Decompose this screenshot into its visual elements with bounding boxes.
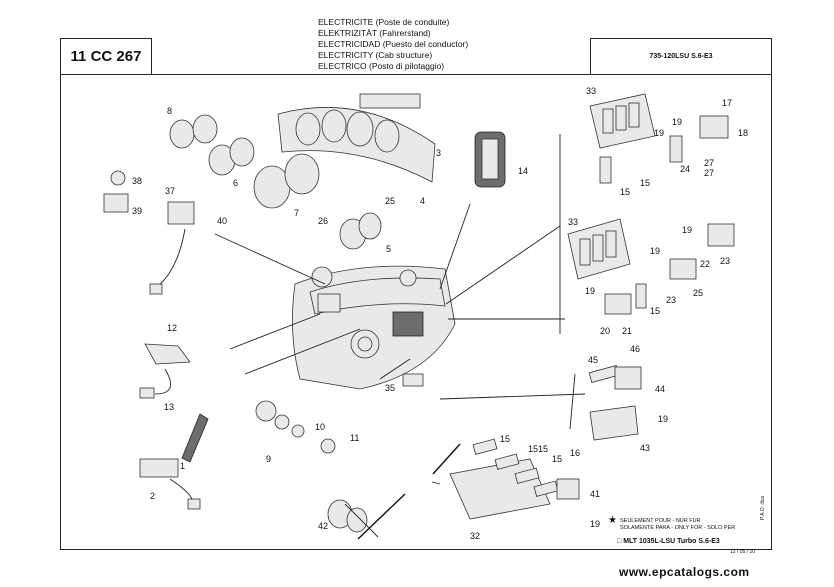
svg-text:18: 18 bbox=[738, 128, 748, 138]
svg-text:27: 27 bbox=[704, 168, 714, 178]
side-credit: P.A.O. illus bbox=[760, 495, 766, 520]
svg-text:10: 10 bbox=[315, 422, 325, 432]
svg-text:15: 15 bbox=[500, 434, 510, 444]
svg-text:8: 8 bbox=[167, 106, 172, 116]
svg-text:19: 19 bbox=[590, 519, 600, 529]
svg-text:17: 17 bbox=[722, 98, 732, 108]
svg-text:25: 25 bbox=[385, 196, 395, 206]
svg-text:45: 45 bbox=[588, 355, 598, 365]
title-it: ELECTRICO (Posto di pilotaggio) bbox=[318, 61, 445, 71]
svg-text:14: 14 bbox=[518, 166, 528, 176]
svg-text:43: 43 bbox=[640, 443, 650, 453]
svg-text:15: 15 bbox=[528, 444, 538, 454]
svg-text:13: 13 bbox=[164, 402, 174, 412]
watermark: www.epcatalogs.com bbox=[619, 565, 750, 579]
svg-text:38: 38 bbox=[132, 176, 142, 186]
switch-block-upper bbox=[589, 93, 729, 184]
svg-text:26: 26 bbox=[318, 216, 328, 226]
svg-text:1: 1 bbox=[180, 461, 185, 471]
svg-text:19: 19 bbox=[672, 117, 682, 127]
svg-text:2: 2 bbox=[150, 491, 155, 501]
svg-text:24: 24 bbox=[680, 164, 690, 174]
svg-text:25: 25 bbox=[693, 288, 703, 298]
svg-text:44: 44 bbox=[655, 384, 665, 394]
title-block: ELECTRICITE (Poste de conduite) ELEKTRIZ… bbox=[318, 17, 468, 72]
svg-text:6: 6 bbox=[233, 178, 238, 188]
title-fr: ELECTRICITE (Poste de conduite) bbox=[318, 17, 450, 27]
switch-block-lower bbox=[449, 365, 642, 520]
gauges bbox=[169, 114, 382, 250]
svg-text:19: 19 bbox=[585, 286, 595, 296]
svg-text:15: 15 bbox=[620, 187, 630, 197]
svg-text:19: 19 bbox=[682, 225, 692, 235]
svg-text:33: 33 bbox=[568, 217, 578, 227]
svg-text:7: 7 bbox=[294, 208, 299, 218]
catalog-code: 11 CC 267 bbox=[60, 38, 152, 74]
svg-text:4: 4 bbox=[420, 196, 425, 206]
svg-text:3: 3 bbox=[436, 148, 441, 158]
svg-text:15: 15 bbox=[552, 454, 562, 464]
svg-text:15: 15 bbox=[640, 178, 650, 188]
svg-text:19: 19 bbox=[658, 414, 668, 424]
svg-text:33: 33 bbox=[586, 86, 596, 96]
leader-lines bbox=[214, 134, 586, 540]
title-de: ELEKTRIZITÄT (Fahrerstand) bbox=[318, 28, 431, 38]
svg-text:27: 27 bbox=[704, 158, 714, 168]
svg-text:32: 32 bbox=[470, 531, 480, 541]
exploded-parts-diagram: 8 6 7 3 4 25 26 5 14 38 37 39 40 12 13 1… bbox=[103, 86, 748, 541]
svg-text:21: 21 bbox=[622, 326, 632, 336]
switch-block-middle bbox=[567, 218, 735, 315]
svg-text:9: 9 bbox=[266, 454, 271, 464]
svg-text:15: 15 bbox=[538, 444, 548, 454]
svg-text:37: 37 bbox=[165, 186, 175, 196]
svg-text:11: 11 bbox=[350, 433, 359, 443]
svg-text:46: 46 bbox=[630, 344, 640, 354]
svg-text:19: 19 bbox=[654, 128, 664, 138]
svg-text:12: 12 bbox=[167, 323, 177, 333]
svg-text:15: 15 bbox=[650, 306, 660, 316]
svg-text:5: 5 bbox=[386, 244, 391, 254]
svg-text:16: 16 bbox=[570, 448, 580, 458]
svg-text:20: 20 bbox=[600, 326, 610, 336]
title-es: ELECTRICIDAD (Puesto del conductor) bbox=[318, 39, 469, 49]
svg-text:23: 23 bbox=[720, 256, 730, 266]
display-unit bbox=[474, 131, 506, 188]
revision-date: 12 / 05 / 10 bbox=[730, 549, 756, 555]
svg-text:22: 22 bbox=[700, 259, 710, 269]
applicability-note: ★ SEULEMENT POUR - NUR FUR SOLAMENTE PAR… bbox=[608, 515, 736, 532]
star-icon: ★ bbox=[608, 515, 617, 526]
svg-text:23: 23 bbox=[666, 295, 676, 305]
title-en: ELECTRICITY (Cab structure) bbox=[318, 50, 433, 60]
model-designation: □ MLT 1035L-LSU Turbo S.6-E3 bbox=[617, 538, 720, 545]
svg-text:41: 41 bbox=[590, 489, 600, 499]
svg-text:42: 42 bbox=[318, 521, 328, 531]
diagram-frame bbox=[60, 74, 772, 550]
svg-text:40: 40 bbox=[217, 216, 227, 226]
model-reference: 735-120LSU S.6-E3 bbox=[590, 38, 772, 74]
dashboard-assembly bbox=[292, 265, 456, 390]
left-components bbox=[103, 170, 424, 533]
instrument-panel bbox=[277, 93, 436, 183]
svg-text:39: 39 bbox=[132, 206, 142, 216]
callout-labels: 8 6 7 3 4 25 26 5 14 38 37 39 40 12 13 1… bbox=[132, 86, 748, 541]
svg-text:35: 35 bbox=[385, 383, 395, 393]
svg-text:19: 19 bbox=[650, 246, 660, 256]
